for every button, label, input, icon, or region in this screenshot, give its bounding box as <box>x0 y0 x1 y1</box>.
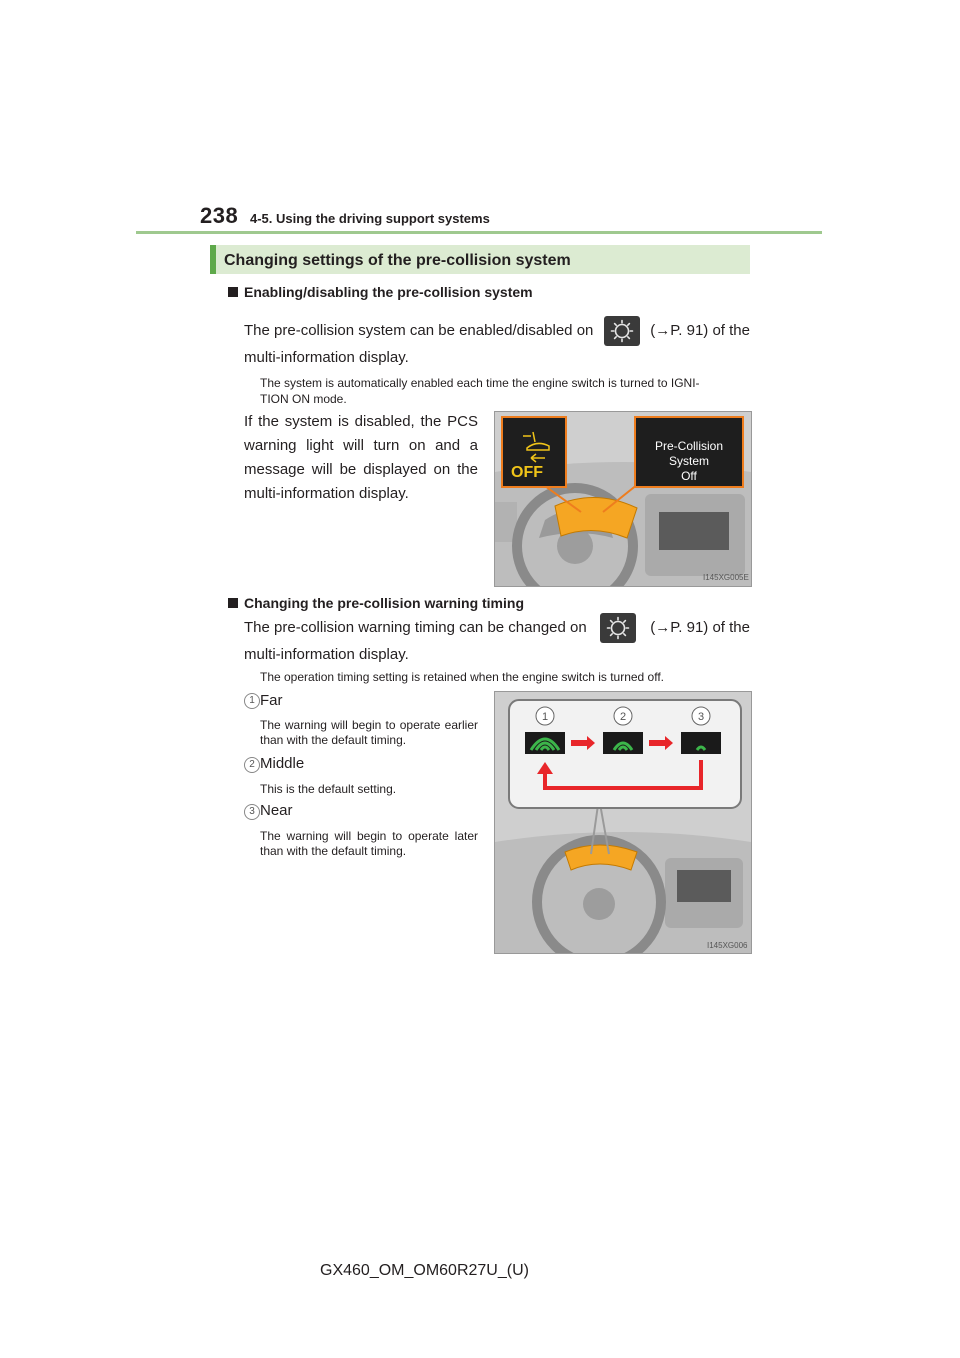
mid-display-message: Pre-Collision System Off <box>654 439 724 483</box>
callout-1: 1 <box>542 711 548 723</box>
pcs-off-illustration: OFF Pre-Collision System Off I145XG005E <box>494 411 752 587</box>
square-bullet-icon <box>228 287 238 297</box>
item-desc: This is the default setting. <box>260 782 397 796</box>
figure-code: I145XG006 <box>707 941 748 950</box>
figure-code: I145XG005E <box>703 573 749 582</box>
settings-button <box>603 316 640 346</box>
item-number: 3 <box>244 804 260 820</box>
document-code: GX460_OM_OM60R27U_(U) <box>320 1262 529 1279</box>
section-path: 4-5. Using the driving support systems <box>250 211 490 226</box>
item-title: Far <box>260 692 283 709</box>
item-desc: The warning will begin to operate earlie… <box>260 718 478 747</box>
timing-item-near: 3 <box>244 801 260 820</box>
square-bullet-icon <box>228 598 238 608</box>
enable-paragraph: The pre-collision system can be enabled/… <box>244 316 750 370</box>
gear-icon <box>610 319 634 343</box>
warning-timing-illustration: 1 2 3 I145XG006 <box>494 691 752 954</box>
timing-item-middle: 2 <box>244 754 260 773</box>
callout-2: 2 <box>620 711 626 723</box>
disabled-paragraph: If the system is disabled, the PCS warni… <box>244 413 478 502</box>
timing-paragraph: The pre-collision warning timing can be … <box>244 613 750 667</box>
page-number: 238 <box>200 203 239 228</box>
item-title: Middle <box>260 755 305 772</box>
gear-icon <box>607 616 630 640</box>
timing-heading: Changing the pre-collision warning timin… <box>228 595 524 611</box>
enable-text-before: The pre-collision system can be enabled/… <box>244 322 594 339</box>
enable-heading: Enabling/disabling the pre-collision sys… <box>228 284 533 300</box>
section-title: Changing settings of the pre-collision s… <box>224 252 571 269</box>
item-number: 2 <box>244 757 260 773</box>
section-title-bar <box>210 245 750 274</box>
timing-item-far: 1 <box>244 690 260 709</box>
item-title: Near <box>260 802 293 819</box>
timing-text-before: The pre-collision warning timing can be … <box>244 619 587 636</box>
header-rule <box>136 231 822 234</box>
enable-text-after: multi-information display. <box>244 349 409 366</box>
timing-text-ref: (→P. 91) of the <box>650 619 750 636</box>
timing-text-after: multi-information display. <box>244 646 409 663</box>
enable-text-ref: (→P. 91) of the <box>650 322 750 339</box>
item-desc: The warning will begin to operate later … <box>260 829 478 858</box>
timing-note: The operation timing setting is retained… <box>260 670 665 684</box>
enable-note: The system is automatically enabled each… <box>260 376 700 406</box>
settings-button <box>600 613 637 643</box>
pcs-off-indicator-label: OFF <box>511 464 543 481</box>
callout-3: 3 <box>698 711 704 723</box>
item-number: 1 <box>244 693 260 709</box>
